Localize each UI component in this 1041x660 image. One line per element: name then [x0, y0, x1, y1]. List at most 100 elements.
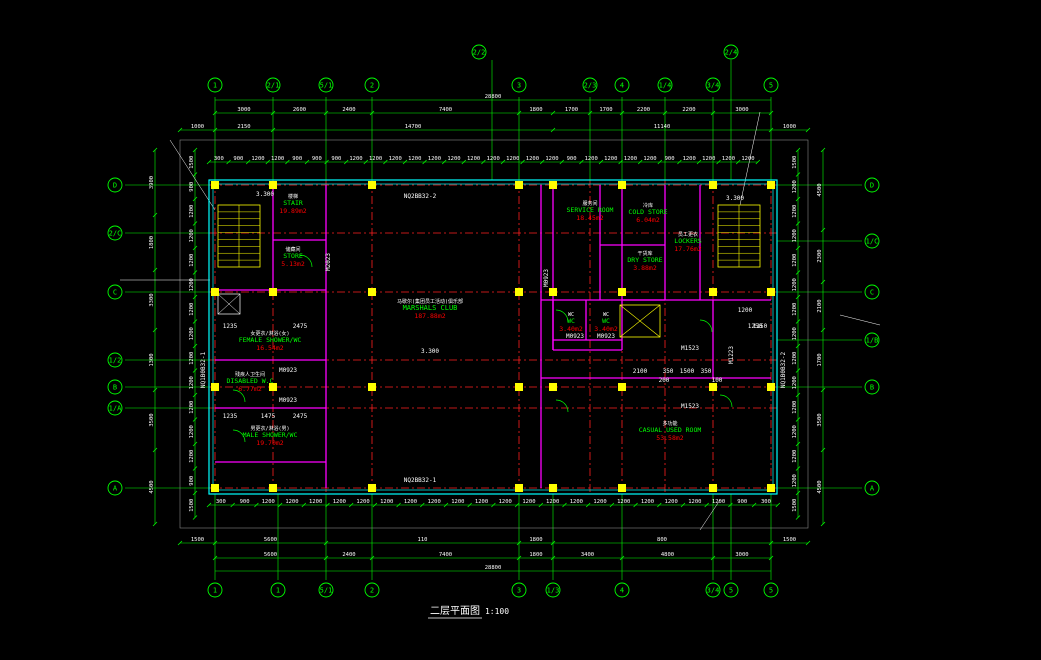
axis-bottom-circle: [545, 582, 561, 598]
label-text: 1800: [529, 552, 542, 558]
axis-bottom-label: 1/3: [547, 587, 560, 595]
dim-tick: [710, 110, 716, 116]
room-name-cn: 多功能: [662, 420, 677, 427]
label-text: 1500: [792, 499, 798, 512]
axis-left-circle: [107, 225, 123, 241]
axis-top-circle: [614, 77, 630, 93]
label-text: 1200: [189, 278, 195, 291]
column: [515, 383, 523, 391]
axis-left-circle: [107, 284, 123, 300]
label-text: 1200: [189, 205, 195, 218]
dim-tick: [192, 245, 198, 251]
axis-left-label: B: [113, 384, 117, 392]
dim-tick: [795, 490, 801, 496]
label-text: 1800: [529, 537, 542, 543]
plan-label: 100: [712, 377, 723, 384]
label-text: 1200: [189, 254, 195, 267]
dim-tick: [323, 555, 329, 561]
room-name-en: COLD STORE: [628, 208, 667, 216]
dim-tick: [657, 502, 662, 508]
dim-tick: [192, 172, 198, 177]
dim-tick: [192, 392, 198, 398]
label-text: 1200: [262, 499, 275, 505]
column: [767, 288, 775, 296]
axis-bottom-circle: [318, 582, 334, 598]
plan-label: M0923: [543, 269, 550, 287]
label-text: 1200: [617, 499, 630, 505]
leader-line: [739, 111, 761, 206]
dim-tick: [372, 502, 378, 508]
dim-tick: [285, 159, 290, 165]
dim-tick: [516, 540, 522, 546]
dim-tick: [323, 540, 329, 546]
plan-label: 2475: [293, 413, 308, 420]
column: [211, 181, 219, 189]
label-text: 1200: [189, 376, 195, 389]
dim-tick: [619, 110, 625, 116]
label-text: 2200: [637, 107, 650, 113]
outer-frame: [179, 139, 809, 529]
walls: [208, 179, 778, 495]
axis-left-label: 1/2: [109, 357, 122, 365]
dim-tick: [805, 127, 811, 133]
room-area: 53.58m2: [656, 434, 683, 442]
axis-top-extra-circle: [723, 44, 739, 60]
axis-bottom-label: 1: [213, 587, 217, 595]
label-text: 1800: [529, 107, 542, 113]
axis-left-label: C: [113, 289, 117, 297]
label-text: 1200: [189, 352, 195, 365]
dim-tick: [192, 441, 198, 447]
dim-tick: [192, 196, 198, 202]
column: [549, 484, 557, 492]
plan-label: NQ1B0B32-1: [200, 352, 207, 389]
label-text: 1200: [643, 156, 656, 162]
axis-right-circle: [864, 480, 880, 496]
drawing-title: 二层平面图: [430, 605, 480, 617]
dim-tick: [775, 502, 781, 508]
dim-tick: [192, 221, 198, 226]
dim-tick: [212, 540, 218, 546]
room-area: 6.77m2: [238, 385, 262, 393]
label-text: 4500: [817, 480, 823, 493]
label-text: 1200: [380, 499, 393, 505]
axis-top-circle: [265, 77, 281, 93]
column: [515, 484, 523, 492]
label-text: 1200: [585, 156, 598, 162]
axis-bottom-circle: [511, 582, 527, 598]
label-text: 5600: [264, 537, 277, 543]
axis-top-circle: [763, 77, 779, 93]
label-text: 1200: [349, 156, 362, 162]
axis-top-circle: [657, 77, 673, 93]
label-text: 1200: [428, 499, 441, 505]
label-text: 3300: [149, 293, 155, 306]
label-text: 1200: [792, 425, 798, 438]
label-text: 1500: [189, 499, 195, 512]
dim-tick: [680, 502, 686, 508]
dim-tick: [226, 159, 231, 165]
column: [269, 288, 277, 296]
axis-bottom-label: 5: [769, 587, 773, 595]
room-name-cn: 干货库: [637, 250, 652, 257]
column: [368, 181, 376, 189]
dim-tick: [795, 515, 801, 520]
axis-left-circle: [107, 480, 123, 496]
dim-tick: [192, 294, 198, 300]
dim-tick: [192, 417, 198, 422]
dim-tick: [443, 502, 449, 508]
axis-right-label: C: [870, 289, 874, 297]
label-text: 300: [216, 499, 226, 505]
shaft: [217, 293, 241, 315]
column: [709, 288, 717, 296]
dim-tick: [177, 540, 183, 546]
label-text: 1200: [624, 156, 637, 162]
label-text: 4800: [661, 552, 674, 558]
plan-label: M2023: [325, 253, 332, 271]
axis-top-circle: [318, 77, 334, 93]
label-text: 900: [292, 156, 302, 162]
plan-label: M0923: [279, 367, 297, 374]
label-text: 900: [665, 156, 675, 162]
dim-tick: [152, 521, 158, 527]
elevator: [619, 304, 661, 338]
dim-tick: [324, 159, 329, 165]
